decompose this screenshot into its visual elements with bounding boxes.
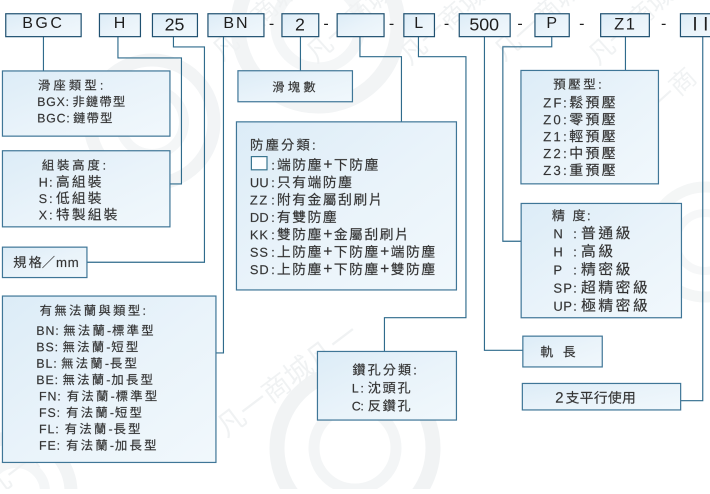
svg-text:-: -	[444, 16, 449, 33]
svg-text:-: -	[579, 16, 584, 33]
svg-text:P: P	[546, 15, 557, 32]
svg-text:-: -	[661, 16, 666, 33]
svg-text:L: L	[414, 15, 423, 32]
svg-text:BN: BN	[223, 15, 249, 32]
svg-text:H: H	[114, 15, 126, 32]
svg-text:25: 25	[165, 14, 185, 34]
svg-text:Z1: Z1	[614, 15, 636, 33]
svg-text:-: -	[269, 16, 274, 33]
svg-text:-: -	[389, 16, 394, 33]
svg-text:II: II	[692, 15, 710, 36]
svg-text:2: 2	[295, 14, 305, 34]
svg-text:500: 500	[469, 14, 499, 34]
svg-text:-: -	[323, 16, 328, 33]
svg-text:-: -	[517, 16, 522, 33]
svg-text:BGC: BGC	[22, 15, 64, 32]
